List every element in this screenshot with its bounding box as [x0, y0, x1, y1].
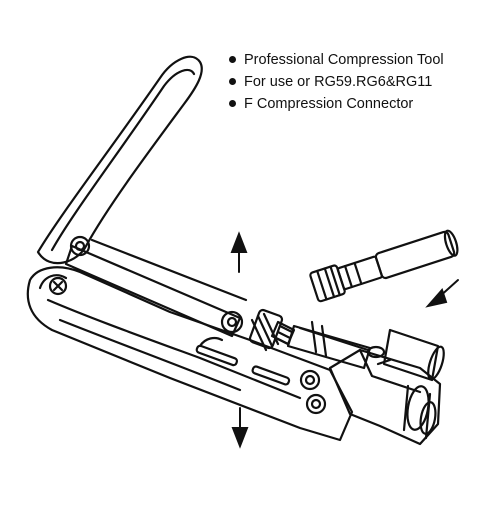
arrow-down-left-icon — [425, 279, 459, 308]
piston — [286, 324, 372, 370]
connector-in-jaw — [382, 328, 440, 382]
feature-item: F Compression Connector — [228, 93, 444, 115]
lower-body — [26, 266, 354, 442]
bullet-icon — [229, 78, 236, 85]
bullet-icon — [229, 56, 236, 63]
arrow-down-icon — [231, 407, 249, 449]
linkage-bar — [64, 244, 242, 338]
bullet-icon — [229, 100, 236, 107]
feature-text: For use or RG59.RG6&RG11 — [244, 74, 433, 90]
feature-text: F Compression Connector — [244, 96, 414, 112]
feature-item: Professional Compression Tool — [228, 49, 444, 71]
feature-list: Professional Compression Tool For use or… — [228, 49, 444, 115]
feature-item: For use or RG59.RG6&RG11 — [228, 71, 444, 93]
slot-1 — [195, 344, 239, 367]
slot-2 — [251, 365, 291, 386]
f-connector — [309, 229, 459, 303]
arrow-up-icon — [230, 231, 248, 273]
upper-handle — [36, 55, 203, 265]
feature-text: Professional Compression Tool — [244, 52, 444, 68]
